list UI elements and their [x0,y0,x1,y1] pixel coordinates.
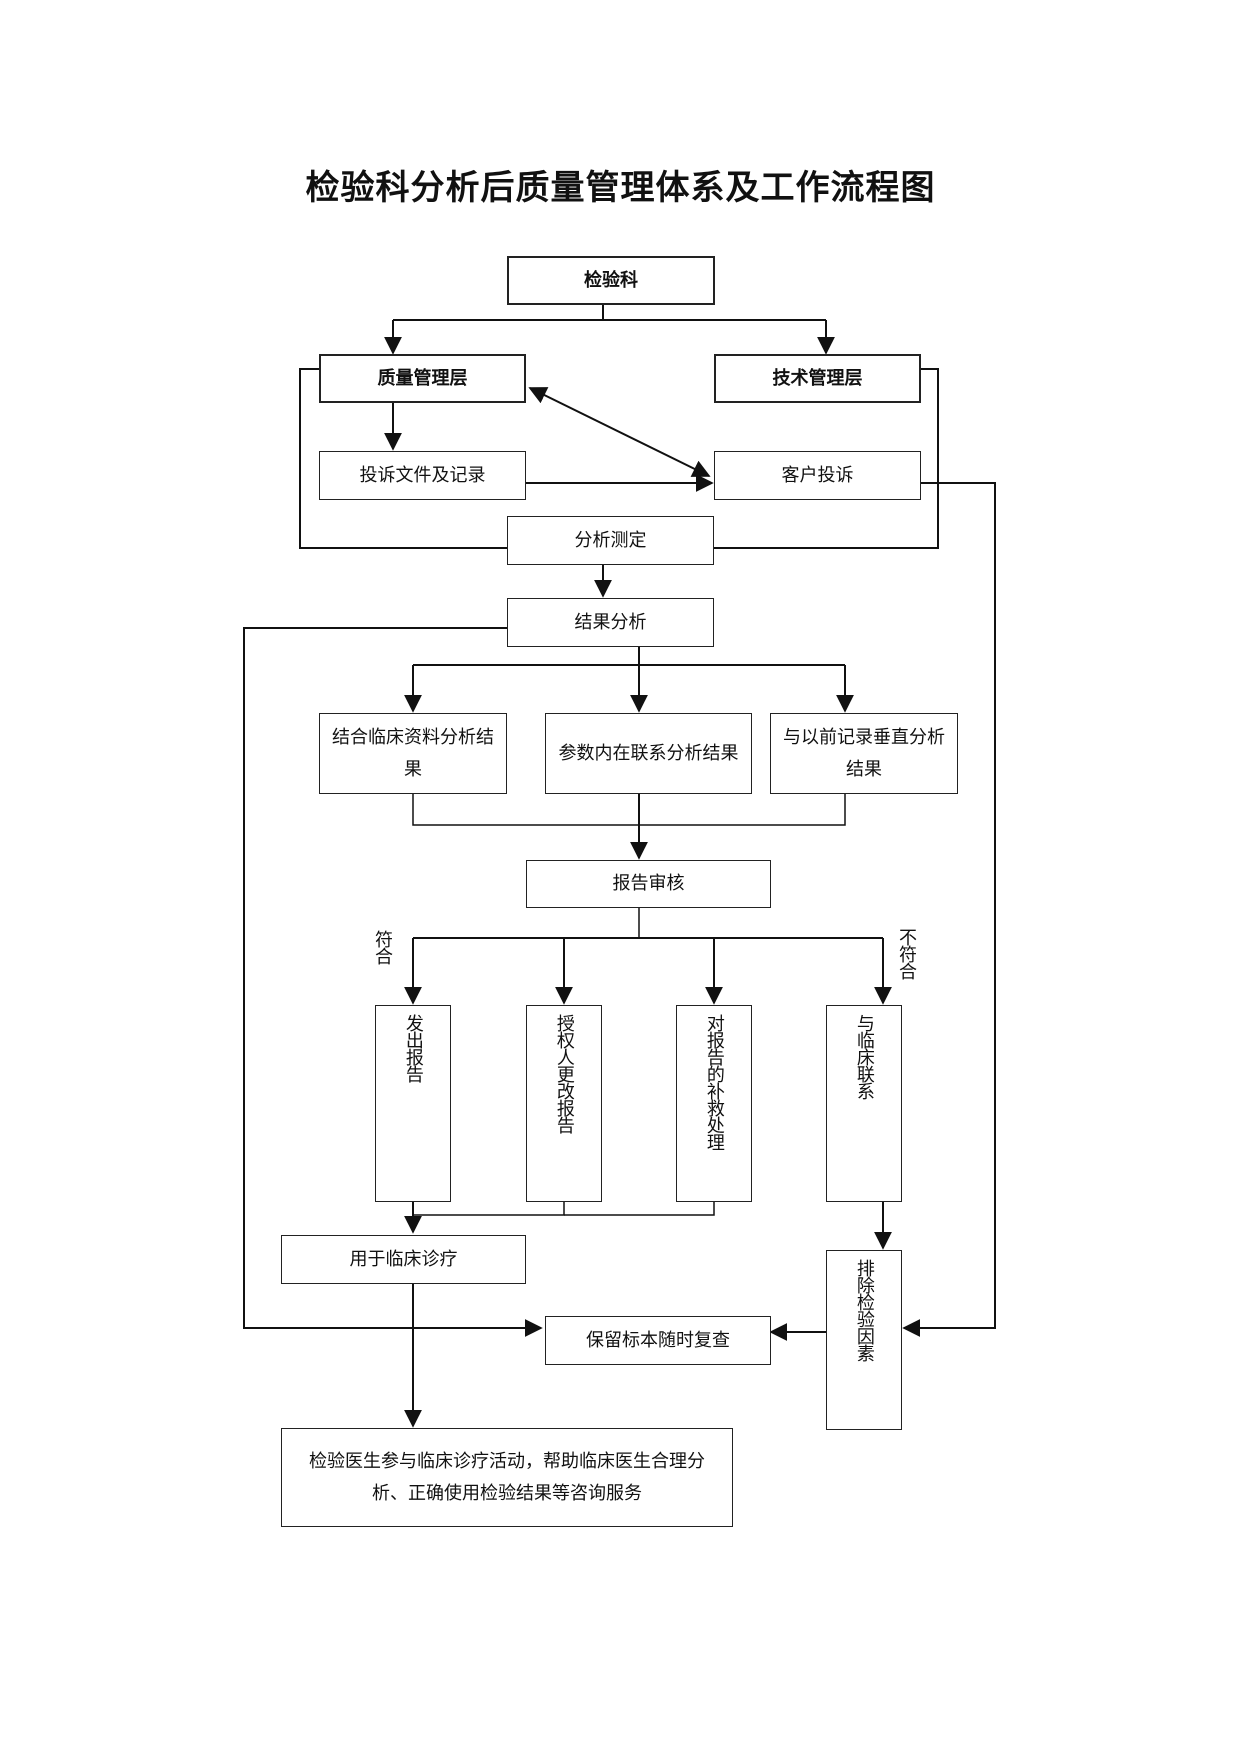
node-param-relation-label: 参数内在联系分析结果 [558,742,739,764]
node-authorized-change-label: 授权人更改报告 [553,1014,575,1133]
node-tech-mgmt: 技术管理层 [714,354,921,403]
node-result-analysis: 结果分析 [507,598,714,647]
label-match: 符合 [372,930,393,964]
node-exclude-factors: 排除检验因素 [826,1250,902,1430]
node-clinical-use: 用于临床诊疗 [281,1235,526,1284]
node-client-complaint: 客户投诉 [714,451,921,500]
node-analysis-label: 分析测定 [574,529,647,551]
node-authorized-change: 授权人更改报告 [526,1005,602,1202]
node-report-review-label: 报告审核 [612,873,685,894]
node-quality-mgmt: 质量管理层 [319,354,526,403]
node-analysis: 分析测定 [507,516,714,565]
node-lab: 检验科 [507,256,715,305]
node-consult-service-label: 检验医生参与临床诊疗活动，帮助临床医生合理分析、正确使用检验结果等咨询服务 [309,1450,705,1504]
node-tech-mgmt-label: 技术管理层 [772,367,863,389]
node-param-relation: 参数内在联系分析结果 [545,713,752,794]
node-keep-sample: 保留标本随时复查 [545,1316,771,1365]
node-exclude-factors-label: 排除检验因素 [853,1259,875,1361]
node-history-compare: 与以前记录垂直分析结果 [770,713,958,794]
node-contact-clinic: 与临床联系 [826,1005,902,1202]
node-history-compare-label: 与以前记录垂直分析结果 [783,726,945,780]
node-clinical-data: 结合临床资料分析结果 [319,713,507,794]
node-issue-report: 发出报告 [375,1005,451,1202]
node-report-review: 报告审核 [526,860,771,908]
node-issue-report-label: 发出报告 [402,1014,424,1082]
node-quality-mgmt-label: 质量管理层 [377,367,468,389]
page-title: 检验科分析后质量管理体系及工作流程图 [305,168,936,208]
node-contact-clinic-label: 与临床联系 [853,1014,875,1099]
node-complaint-docs-label: 投诉文件及记录 [359,464,486,486]
node-client-complaint-label: 客户投诉 [781,464,854,486]
label-not-match: 不符合 [896,928,917,979]
node-complaint-docs: 投诉文件及记录 [319,451,526,500]
node-result-analysis-label: 结果分析 [574,611,647,633]
node-clinical-use-label: 用于临床诊疗 [349,1248,458,1270]
node-lab-label: 检验科 [584,269,638,291]
node-clinical-data-label: 结合临床资料分析结果 [332,726,494,780]
node-keep-sample-label: 保留标本随时复查 [586,1329,730,1351]
node-report-remedy: 对报告的补救处理 [676,1005,752,1202]
node-report-remedy-label: 对报告的补救处理 [703,1014,725,1150]
node-consult-service: 检验医生参与临床诊疗活动，帮助临床医生合理分析、正确使用检验结果等咨询服务 [281,1428,733,1527]
